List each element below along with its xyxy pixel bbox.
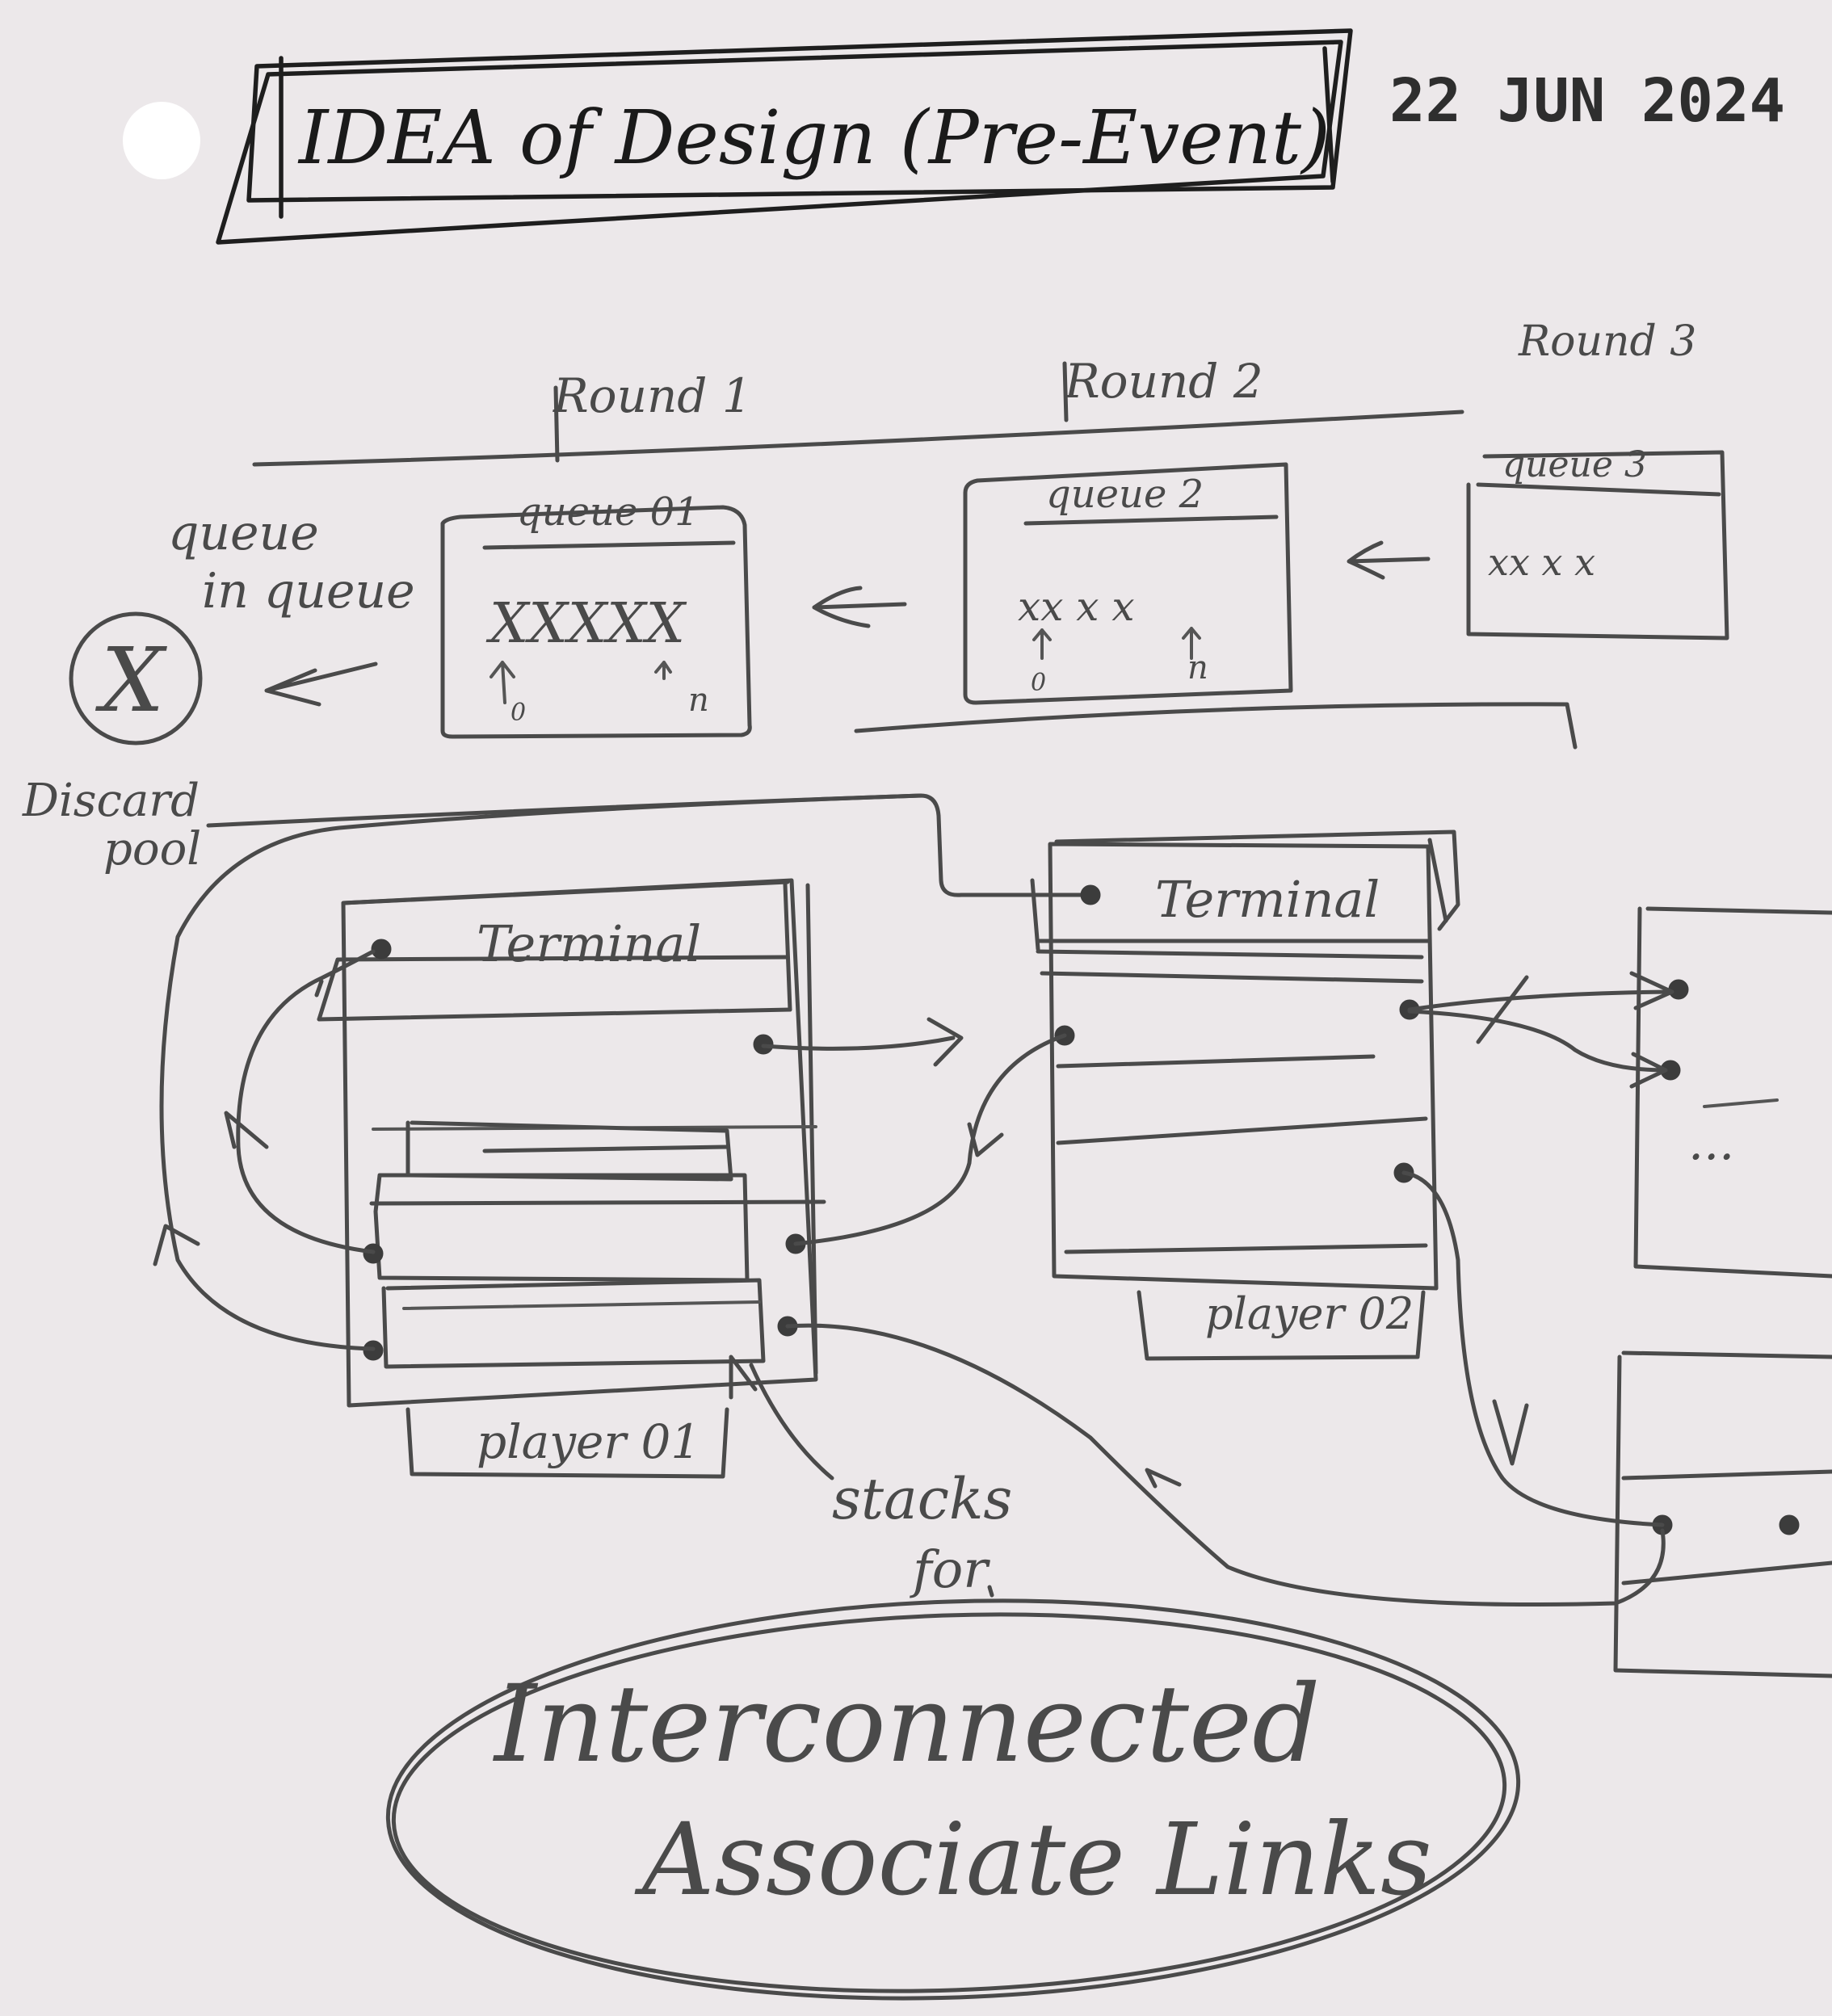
page-title: IDEA of Design (Pre-Event)	[297, 94, 1330, 181]
link-p1-to-p2	[761, 1017, 964, 1067]
queue-01-end-marker: n	[688, 682, 709, 719]
stacks-connector	[987, 1585, 994, 1598]
link-p2-to-p3-a	[1407, 971, 1674, 1012]
arrow-queue2-to-queue1	[812, 586, 907, 628]
discard-label-line1: Discard	[22, 775, 200, 827]
link-p2-to-p3-b	[1407, 1009, 1668, 1089]
loop-outer	[159, 793, 923, 1351]
queue-01-box: queue 01 XXXXX 0 n	[440, 489, 752, 739]
player-03-partial-panel: ...	[1633, 906, 1832, 1279]
link-p2-to-p4	[1401, 1170, 1665, 1527]
player-01-terminal-label: Terminal	[477, 914, 701, 973]
round-2-label: Round 2	[1064, 354, 1263, 409]
arrow-stacks-to-player-01	[729, 1354, 834, 1480]
title-box: IDEA of Design (Pre-Event)	[216, 28, 1353, 245]
arrow-queue3-to-queue2	[1347, 540, 1431, 580]
player-04-node-2	[1779, 1514, 1800, 1535]
stacks-label-line1: stacks	[832, 1466, 1012, 1532]
round-3-label: Round 3	[1518, 317, 1696, 366]
player-04-partial-panel	[1613, 1350, 1832, 1678]
discard-symbol: X	[95, 628, 167, 732]
arrow-queue1-to-discard	[264, 662, 378, 707]
player-03-ellipsis: ...	[1688, 1115, 1734, 1171]
discard-pool: X Discard pool	[22, 611, 203, 876]
loop-left-1	[236, 949, 376, 1254]
player-02-panel: Terminal player 02	[1030, 830, 1460, 1361]
queue-3-items: xx x x	[1488, 540, 1595, 584]
queue-2-start-marker: 0	[1031, 669, 1046, 697]
bubble-line-2: Associate Links	[634, 1802, 1432, 1918]
queue-in-queue-note: queue in queue	[168, 505, 415, 620]
bubble-line-1: Interconnected	[493, 1662, 1321, 1787]
player-01-panel: Terminal player 01	[317, 878, 826, 1479]
discard-to-terminal-2-link	[206, 793, 1089, 897]
link-p1-to-p4	[785, 1323, 1666, 1607]
player-01-label: player 01	[477, 1414, 700, 1469]
queue-2-items: xx x x	[1018, 583, 1135, 630]
separator-line	[854, 702, 1578, 750]
queue-2-box: queue 2 xx x x 0 n	[963, 462, 1293, 705]
player-01-terminal-node	[371, 939, 392, 960]
round-1-label: Round 1	[553, 368, 752, 423]
link-p2-to-p1	[793, 1033, 1067, 1246]
date-stamp: 22 JUN 2024	[1389, 66, 1785, 136]
queue-3-label: queue 3	[1502, 444, 1647, 485]
player-03-node-1	[1668, 979, 1689, 1000]
player-02-terminal-label: Terminal	[1155, 870, 1380, 929]
discard-label-line2: pool	[103, 823, 201, 876]
terminal-2-node	[1080, 884, 1101, 905]
queue-3-box: queue 3 xx x x	[1466, 444, 1729, 640]
queue-label-line2: in queue	[202, 563, 415, 620]
queue-2-label: queue 2	[1046, 472, 1204, 517]
link-cross-stroke	[1476, 975, 1529, 1044]
queue-01-start-marker: 0	[511, 699, 526, 727]
stacks-label-line2: for	[910, 1540, 990, 1600]
interconnected-links-bubble: Interconnected Associate Links	[385, 1598, 1521, 2001]
loop-outer-arrow	[153, 1224, 200, 1266]
player-02-label: player 02	[1205, 1288, 1414, 1339]
punch-hole	[123, 102, 200, 179]
loop-left-1-arrow	[224, 1111, 269, 1149]
queue-label-line1: queue	[168, 505, 319, 561]
rounds-timeline: Round 1 Round 2 Round 3	[252, 317, 1696, 467]
queue-01-label: queue 01	[517, 489, 700, 535]
queue-01-items: XXXXX	[485, 592, 687, 656]
queue-2-end-marker: n	[1187, 649, 1208, 687]
